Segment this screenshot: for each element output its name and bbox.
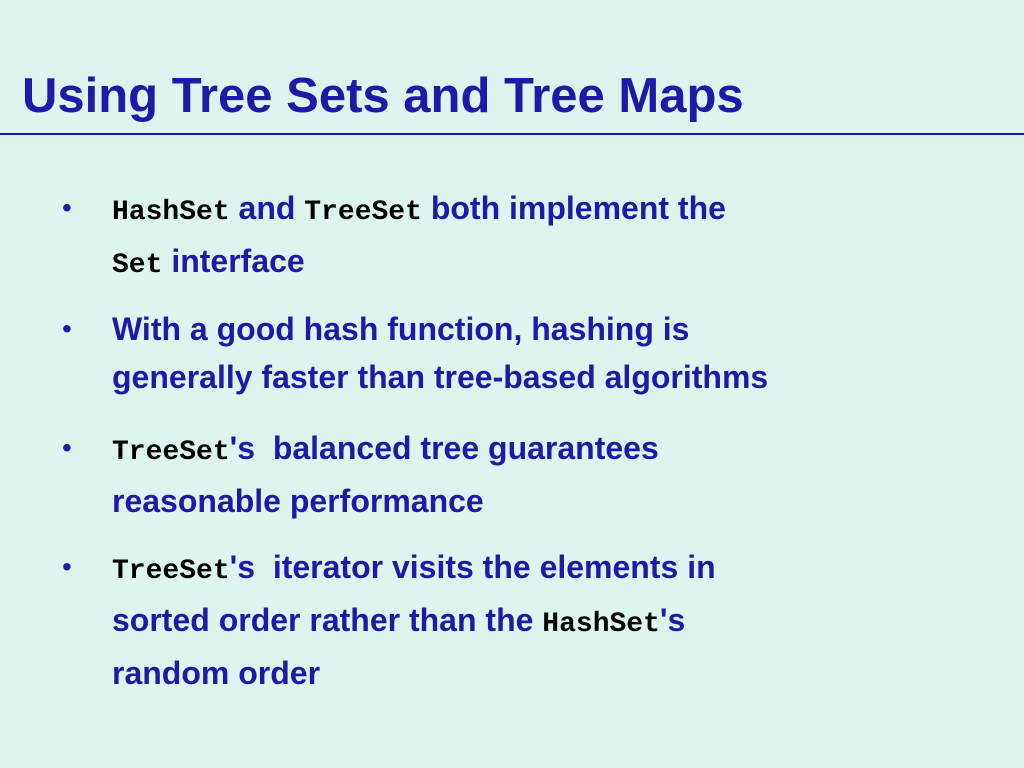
code-term-treeset: TreeSet [112,437,230,468]
bullet-text: TreeSet's balanced tree guarantees reaso… [112,424,992,525]
code-term-hashset: HashSet [542,609,660,640]
bullet-text: HashSet and TreeSet both implement the S… [112,184,992,290]
bullet-line: TreeSet's balanced tree guarantees [112,424,992,477]
bullet-line: sorted order rather than the HashSet's [112,596,992,649]
text-run: generally faster than tree-based algorit… [112,359,769,395]
bullet-dot: • [62,432,72,463]
bullet-text: TreeSet's iterator visits the elements i… [112,543,992,697]
code-term-treeset: TreeSet [112,556,230,587]
bullet-text: With a good hash function, hashing is ge… [112,305,992,401]
text-run: random order [112,655,321,691]
code-term-set: Set [112,250,163,281]
bullet-line: HashSet and TreeSet both implement the [112,184,992,237]
bullet-line: TreeSet's iterator visits the elements i… [112,543,992,596]
bullet-dot: • [62,192,72,223]
text-run: 's [659,602,686,638]
bullet-line: random order [112,649,992,697]
text-run: both implement the [421,190,726,226]
text-run: 's balanced tree guarantees [229,430,659,466]
text-run: interface [162,243,305,279]
bullet-dot: • [62,313,72,344]
bullet-line: With a good hash function, hashing is [112,305,992,353]
code-term-hashset: HashSet [112,197,230,228]
bullet-line: reasonable performance [112,477,992,525]
bullet-line: Set interface [112,237,992,290]
code-term-treeset: TreeSet [304,197,422,228]
bullet-dot: • [62,551,72,582]
text-run: 's iterator visits the elements in [229,549,716,585]
title-divider [0,133,1024,135]
text-run: sorted order rather than the [112,602,543,638]
text-run: reasonable performance [112,483,484,519]
bullet-line: generally faster than tree-based algorit… [112,353,992,401]
text-run: and [229,190,305,226]
slide-title: Using Tree Sets and Tree Maps [22,69,744,123]
text-run: With a good hash function, hashing is [112,311,690,347]
